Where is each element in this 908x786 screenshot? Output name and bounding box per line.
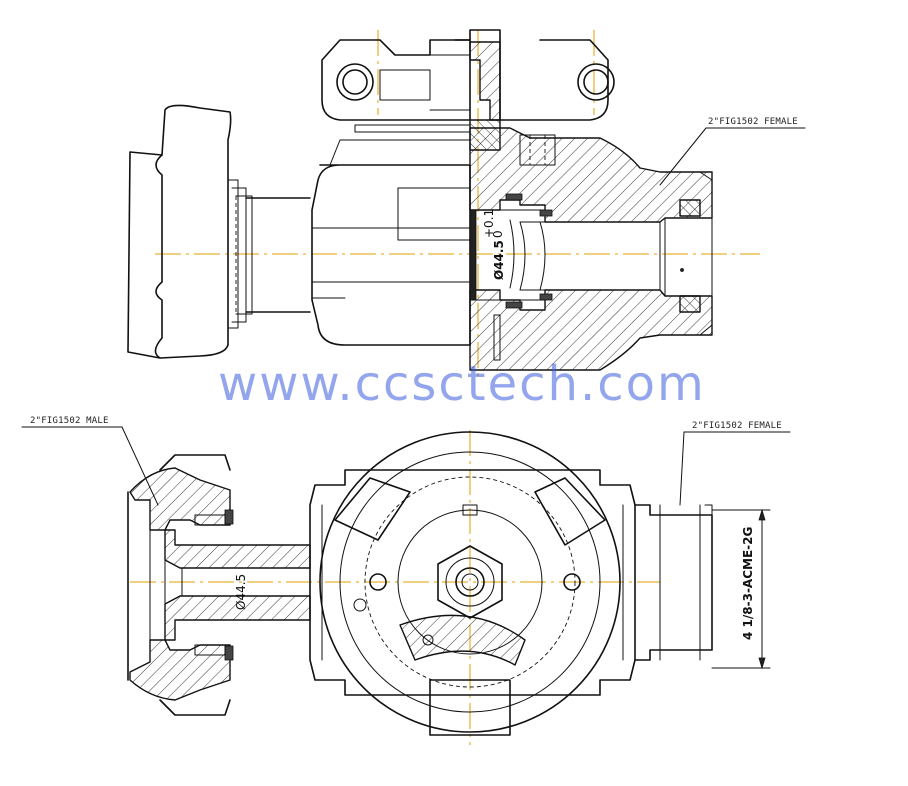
bore-top-tolerance-upper: +0.1: [482, 209, 496, 238]
stop-lug-right: [534, 477, 606, 546]
stem-circle-1: [445, 557, 495, 607]
bottom-view: Ø44.5: [21, 416, 791, 745]
plug-dashed-circle: [364, 476, 576, 688]
label-bottom-female: 2"FIG1502 FEMALE: [692, 421, 782, 431]
bolt-hole-right: [563, 573, 581, 591]
stop-lug-left: [334, 477, 411, 541]
stop-lug-bottom: [429, 679, 511, 736]
plug-seat: [469, 193, 553, 361]
body-inner-circle: [339, 451, 601, 713]
callout-bottom-female: 2"FIG1502 FEMALE: [679, 421, 791, 506]
wing-nut-left: [127, 104, 253, 359]
stem-circle-2: [455, 567, 485, 597]
stem-key: [462, 504, 478, 516]
label-top-female: 2"FIG1502 FEMALE: [708, 117, 798, 127]
wing-nut-bottom: [127, 454, 234, 716]
female-end-section: [469, 127, 713, 371]
top-cap: [321, 29, 615, 133]
valve-body-top: [311, 139, 471, 346]
arc-slot-section: [399, 614, 526, 666]
arc-slot-pin: [422, 634, 434, 646]
body-outer-circle: [319, 431, 621, 733]
male-spool: [245, 197, 311, 313]
bolt-hole-left: [369, 573, 387, 591]
bore-top-dimension: Ø44.5: [492, 240, 506, 280]
thread-dimension-label: 4 1/8-3-ACME-2G: [741, 527, 755, 640]
bore-bottom-dimension: Ø44.5: [234, 574, 248, 610]
watermark: www.ccsctech.com: [218, 356, 706, 412]
bolt-hole-small: [353, 598, 367, 612]
label-bottom-male: 2"FIG1502 MALE: [30, 416, 109, 426]
male-sub-lower: [164, 595, 311, 641]
top-view: Ø44.5 +0.1 0 2"FIG1502 FEMALE: [127, 29, 806, 380]
thread-dimension: 4 1/8-3-ACME-2G: [711, 508, 771, 670]
valve-body-bottom: [309, 469, 636, 696]
stem-section: [469, 41, 501, 121]
callout-top-female: 2"FIG1502 FEMALE: [659, 117, 806, 186]
male-sub-upper: [164, 529, 311, 569]
bore-top-tolerance-lower: 0: [491, 230, 505, 238]
stem-circle-3: [461, 573, 479, 591]
callout-bottom-male: 2"FIG1502 MALE: [21, 416, 159, 506]
female-end-bottom: [634, 504, 713, 661]
plug-circle: [397, 509, 543, 655]
